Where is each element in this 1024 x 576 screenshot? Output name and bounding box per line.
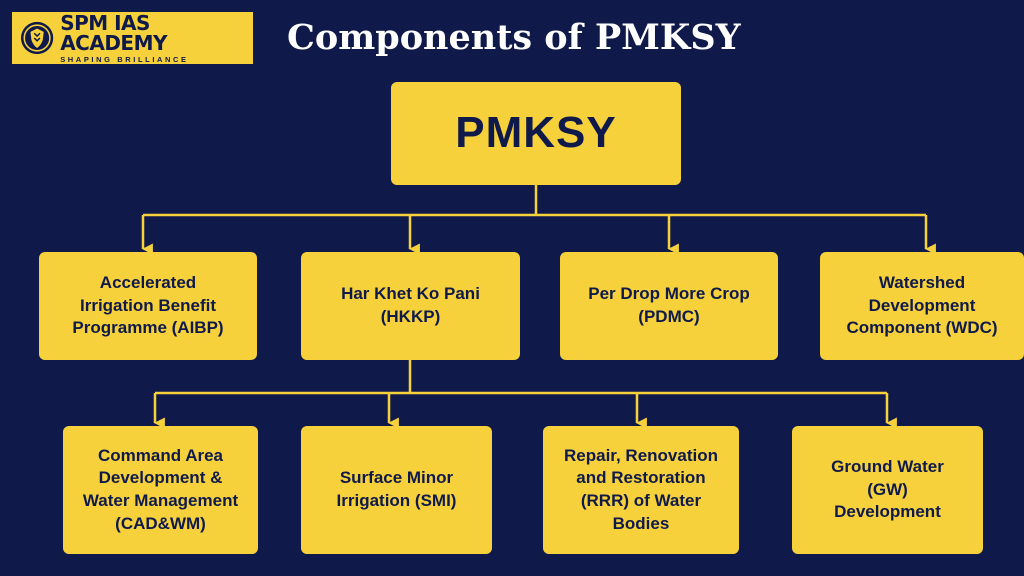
node-smi: Surface Minor Irrigation (SMI) (301, 426, 492, 554)
academy-logo: SPM IAS ACADEMY SHAPING BRILLIANCE (12, 12, 253, 64)
node-gw: Ground Water (GW) Development (792, 426, 983, 554)
node-rrr: Repair, Renovation and Restoration (RRR)… (543, 426, 739, 554)
page-title: Components of PMKSY (287, 17, 741, 58)
node-pdmc: Per Drop More Crop (PDMC) (560, 252, 778, 360)
logo-text: SPM IAS ACADEMY SHAPING BRILLIANCE (60, 13, 253, 64)
node-hkkp: Har Khet Ko Pani (HKKP) (301, 252, 520, 360)
node-wdc: Watershed Development Component (WDC) (820, 252, 1024, 360)
shield-emblem-icon (20, 21, 54, 55)
node-aibp: Accelerated Irrigation Benefit Programme… (39, 252, 257, 360)
brand-name: SPM IAS ACADEMY (60, 10, 167, 55)
root-node-pmksy: PMKSY (391, 82, 681, 185)
node-cadwm: Command Area Development & Water Managem… (63, 426, 258, 554)
brand-tagline: SHAPING BRILLIANCE (60, 54, 189, 64)
